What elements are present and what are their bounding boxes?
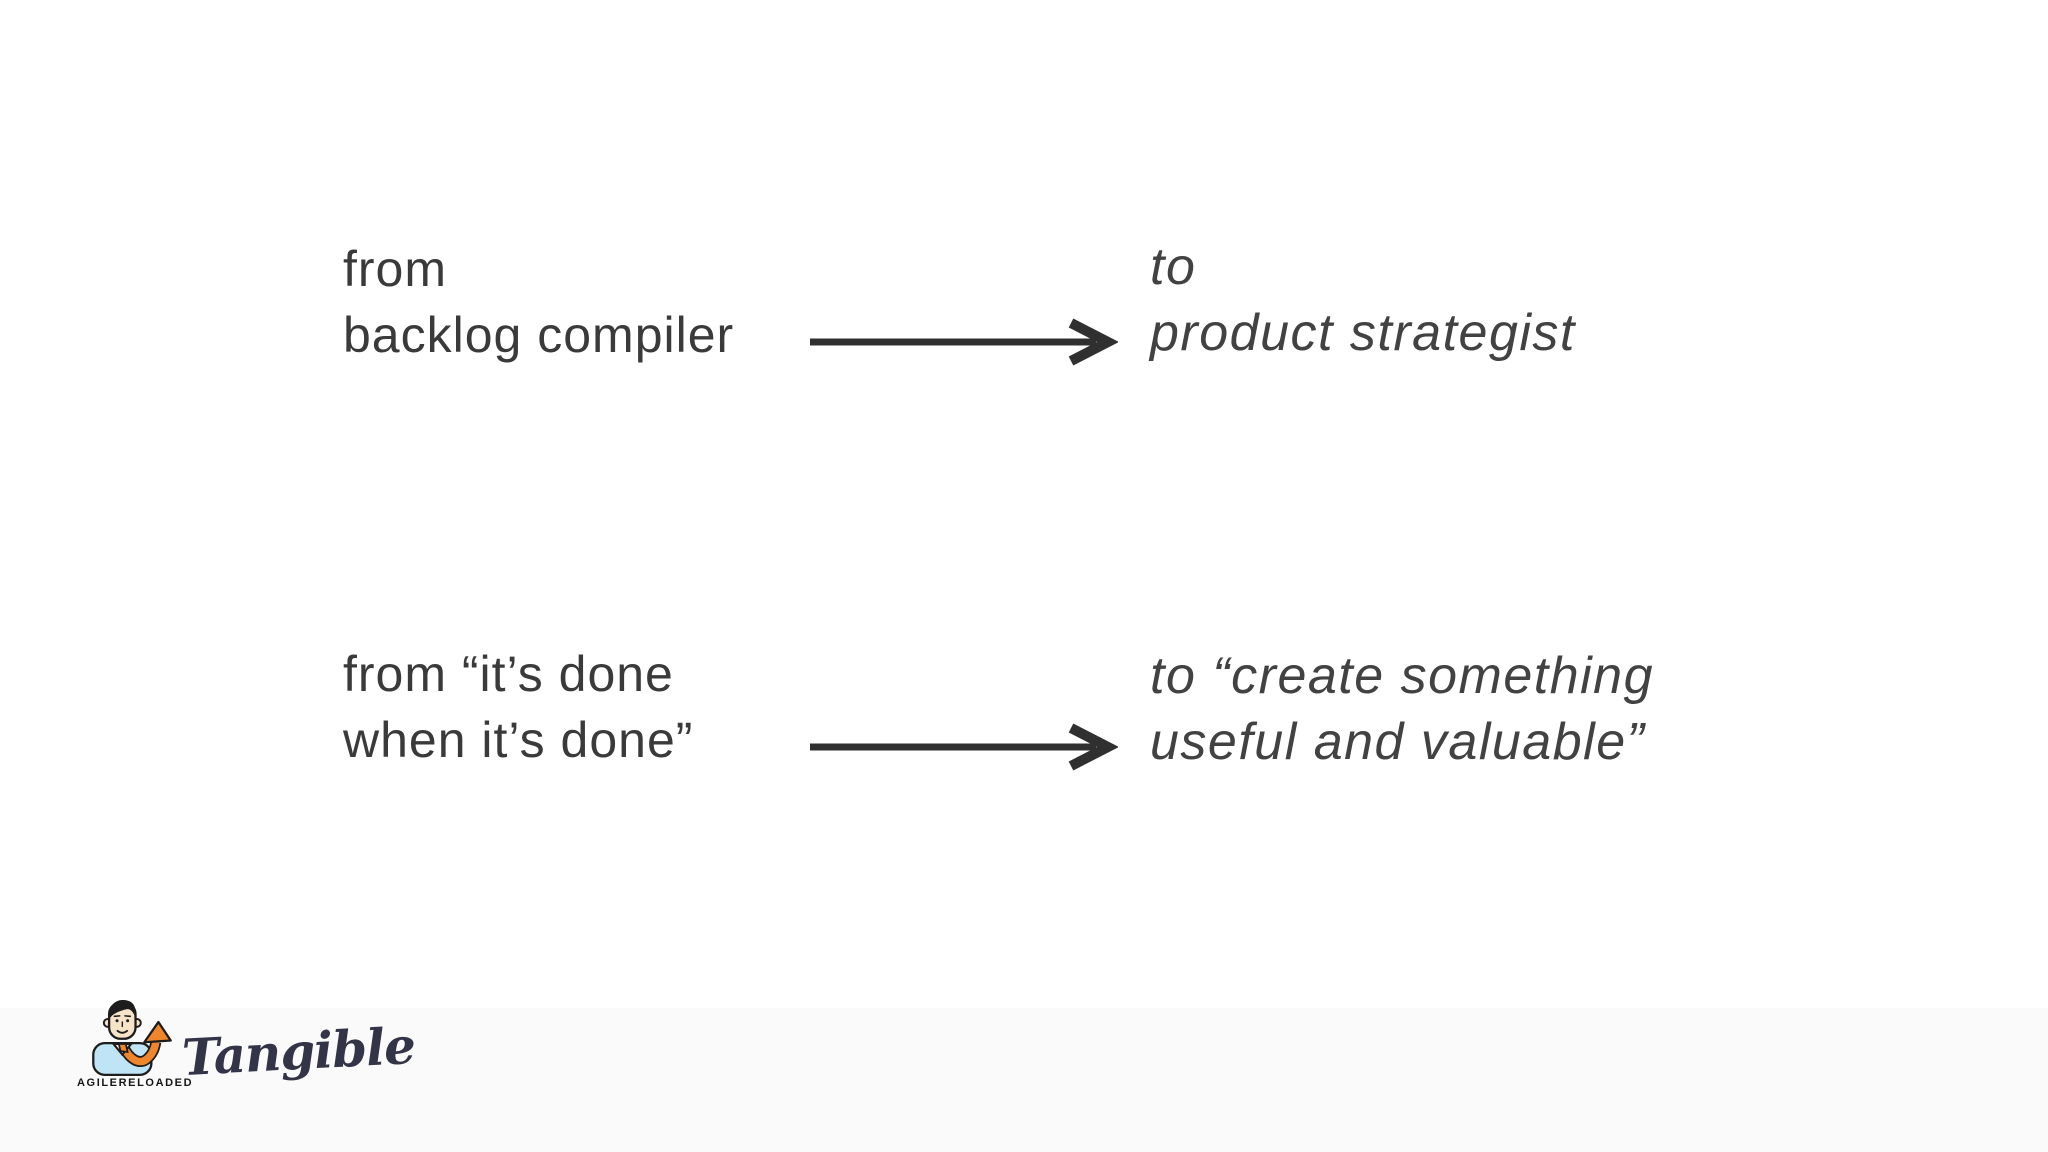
row2-from-line2: when it’s done” xyxy=(343,712,694,768)
row2-to-text: to “create something useful and valuable… xyxy=(1150,643,1654,775)
agilereloaded-label: AGILERELOADED xyxy=(77,1077,194,1089)
row1-from-line2: backlog compiler xyxy=(343,307,735,363)
row1-from-text: from backlog compiler xyxy=(343,236,734,368)
row1-to-line1: to xyxy=(1150,238,1197,296)
agilereloaded-logo-icon xyxy=(92,1000,172,1076)
row1-to-line2: product strategist xyxy=(1150,304,1576,362)
transform-arrow-icon xyxy=(810,318,1118,366)
row2-from-text: from “it’s done when it’s done” xyxy=(343,641,693,773)
row2-from-line1: from “it’s done xyxy=(343,646,674,702)
transform-arrow-icon xyxy=(810,723,1118,771)
row1-to-text: to product strategist xyxy=(1150,234,1576,366)
row2-to-line1: to “create something xyxy=(1150,647,1655,705)
row2-to-line2: useful and valuable” xyxy=(1150,713,1646,771)
tangible-logo: Tangible xyxy=(180,1015,417,1088)
row1-from-line1: from xyxy=(343,241,447,297)
footer-strip xyxy=(0,1008,2048,1152)
